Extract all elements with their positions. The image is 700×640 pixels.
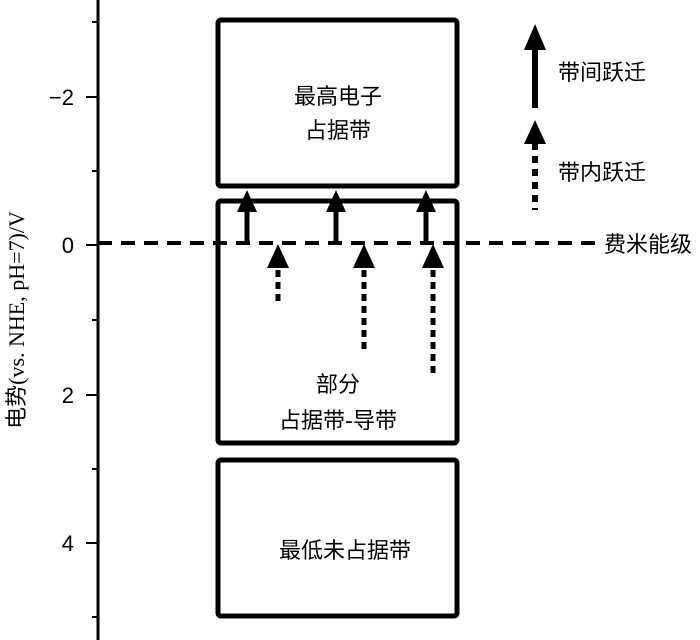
legend-intraband-arrow bbox=[524, 120, 546, 210]
band-label-lowest: 最低未占据带 bbox=[279, 539, 411, 564]
fermi-level-label: 费米能级 bbox=[604, 233, 692, 258]
tick-label-neg2: −2 bbox=[49, 85, 74, 110]
tick-label-4: 4 bbox=[62, 531, 74, 556]
band-label-partial-line1: 部分 bbox=[316, 373, 360, 398]
y-axis-title: 电势(vs. NHE, pH=7)/V bbox=[4, 211, 29, 429]
band-lowest-unoccupied bbox=[215, 457, 460, 619]
interband-arrow bbox=[416, 190, 436, 243]
band-label-partial-line2: 占据带-导带 bbox=[279, 409, 397, 434]
interband-arrows bbox=[237, 190, 436, 243]
intraband-arrow bbox=[422, 244, 444, 376]
legend-intraband-label: 带内跃迁 bbox=[558, 161, 646, 186]
tick-label-0: 0 bbox=[62, 233, 74, 258]
interband-arrow bbox=[326, 190, 346, 243]
intraband-arrow bbox=[353, 244, 375, 350]
intraband-arrow bbox=[267, 244, 289, 305]
legend-interband-arrow bbox=[524, 24, 546, 108]
band-label-highest-line1: 最高电子 bbox=[294, 85, 382, 110]
band-highest-occupied bbox=[215, 17, 460, 189]
legend-interband-label: 带间跃迁 bbox=[558, 61, 646, 86]
legend: 带间跃迁 带内跃迁 bbox=[524, 24, 646, 210]
intraband-arrows bbox=[267, 244, 444, 376]
interband-arrow bbox=[237, 190, 257, 243]
tick-label-2: 2 bbox=[62, 383, 74, 408]
y-axis-ticks bbox=[86, 21, 98, 618]
band-label-highest-line2: 占据带 bbox=[305, 119, 371, 144]
